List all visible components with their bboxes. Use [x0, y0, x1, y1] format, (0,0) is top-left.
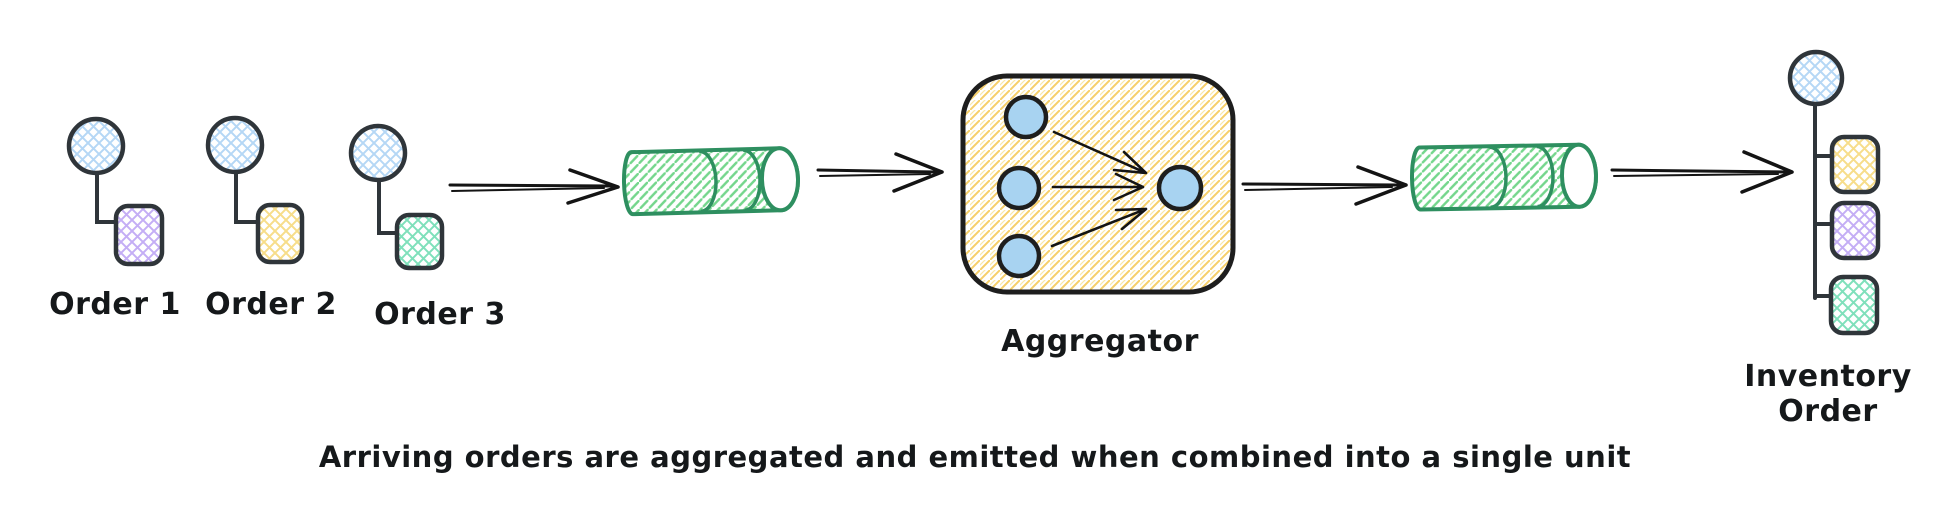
- inventory-item-box-green: [1828, 274, 1880, 336]
- order-1-label: Order 1: [49, 287, 181, 322]
- order-3-node: Order 3: [348, 123, 506, 332]
- queue-2-open-end: [1559, 142, 1598, 209]
- aggregator-label: Aggregator: [1001, 324, 1199, 359]
- order-2-connector: [234, 170, 260, 224]
- flow-arrow-1: [448, 168, 620, 205]
- order-3-connector: [377, 178, 399, 235]
- order-1-header-circle: [66, 116, 126, 176]
- queue-2-segment-arc: [1489, 145, 1508, 210]
- order-2-header-circle: [205, 115, 265, 175]
- diagram-caption: Arriving orders are aggregated and emitt…: [319, 440, 1631, 474]
- inventory-item-box-yellow: [1829, 134, 1881, 195]
- aggregator-node: Aggregator: [960, 73, 1236, 359]
- queue-cylinder-2: [1409, 142, 1598, 212]
- order-1-node: Order 1: [49, 116, 181, 322]
- aggregator-output-circle: [1156, 164, 1204, 212]
- queue-1-segment-arc: [743, 148, 762, 212]
- inventory-item-box-purple: [1829, 200, 1881, 261]
- queue-cylinder-1: [621, 146, 800, 217]
- queue-2-segment-arc: [1536, 144, 1555, 209]
- inventory-order-node: Inventory Order: [1744, 49, 1912, 429]
- order-3-item-box: [394, 212, 445, 271]
- order-2-item-box: [255, 202, 305, 265]
- inventory-label-line1: Inventory: [1744, 359, 1912, 394]
- aggregator-input-circle-1: [1003, 94, 1049, 140]
- order-2-label: Order 2: [205, 287, 337, 322]
- aggregator-input-circle-2: [996, 165, 1042, 211]
- flow-arrow-4: [1610, 150, 1794, 194]
- order-3-header-circle: [348, 123, 408, 183]
- order-2-node: Order 2: [205, 115, 337, 322]
- aggregator-input-circle-3: [996, 233, 1042, 279]
- inventory-branches: [1813, 154, 1834, 298]
- flow-arrow-3: [1241, 165, 1408, 206]
- inventory-header-circle: [1787, 49, 1845, 107]
- flow-arrow-2: [816, 152, 944, 193]
- queue-1-segment-arc: [699, 149, 718, 214]
- queue-1-open-end: [759, 146, 800, 213]
- order-3-label: Order 3: [374, 297, 506, 332]
- inventory-label-line2: Order: [1778, 394, 1877, 429]
- aggregator-converge-arrows: [1050, 130, 1148, 248]
- order-1-connector: [95, 171, 118, 224]
- order-1-item-box: [113, 203, 165, 267]
